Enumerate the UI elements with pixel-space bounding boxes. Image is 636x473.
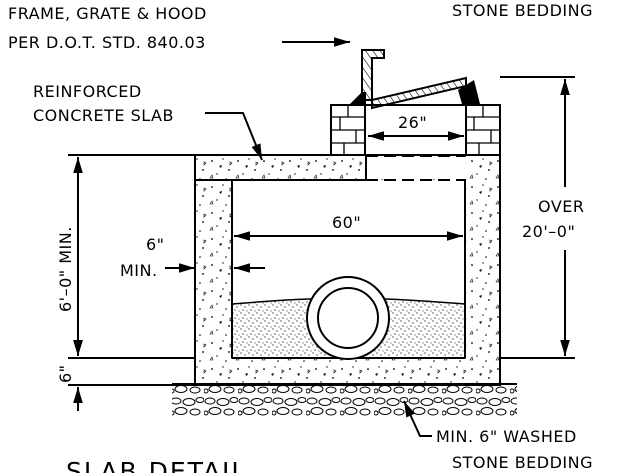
dim-wall-label-1: 6" (146, 235, 165, 254)
top-right-partial-label: STONE BEDDING (452, 1, 593, 20)
outlet-pipe (306, 276, 390, 360)
dim-base-label: 6" (56, 364, 75, 383)
frame-label-line2: PER D.O.T. STD. 840.03 (8, 33, 206, 52)
brick-courses-right (465, 104, 501, 156)
stone-bedding (172, 383, 517, 416)
frame-label-line1: FRAME, GRATE & HOOD (8, 4, 207, 23)
over-label-2: 20'–0" (522, 222, 575, 241)
over-label-1: OVER (538, 197, 584, 216)
slab-label-line2: CONCRETE SLAB (33, 106, 174, 125)
slab-label-line1: REINFORCED (33, 82, 142, 101)
dim-height-label: 6'–0" MIN. (56, 226, 75, 312)
slab-opening (365, 155, 466, 181)
bedding-label-line2: STONE BEDDING (452, 453, 593, 472)
drawing-title: SLAB DETAIL (66, 457, 247, 473)
bedding-label-line1: MIN. 6" WASHED (436, 427, 577, 446)
dim-opening-label: 26" (398, 113, 427, 132)
frame-grate-hood (346, 49, 485, 110)
brick-courses-left (330, 104, 366, 156)
dim-width-label: 60" (332, 213, 361, 232)
dim-wall-label-2: MIN. (120, 261, 158, 280)
